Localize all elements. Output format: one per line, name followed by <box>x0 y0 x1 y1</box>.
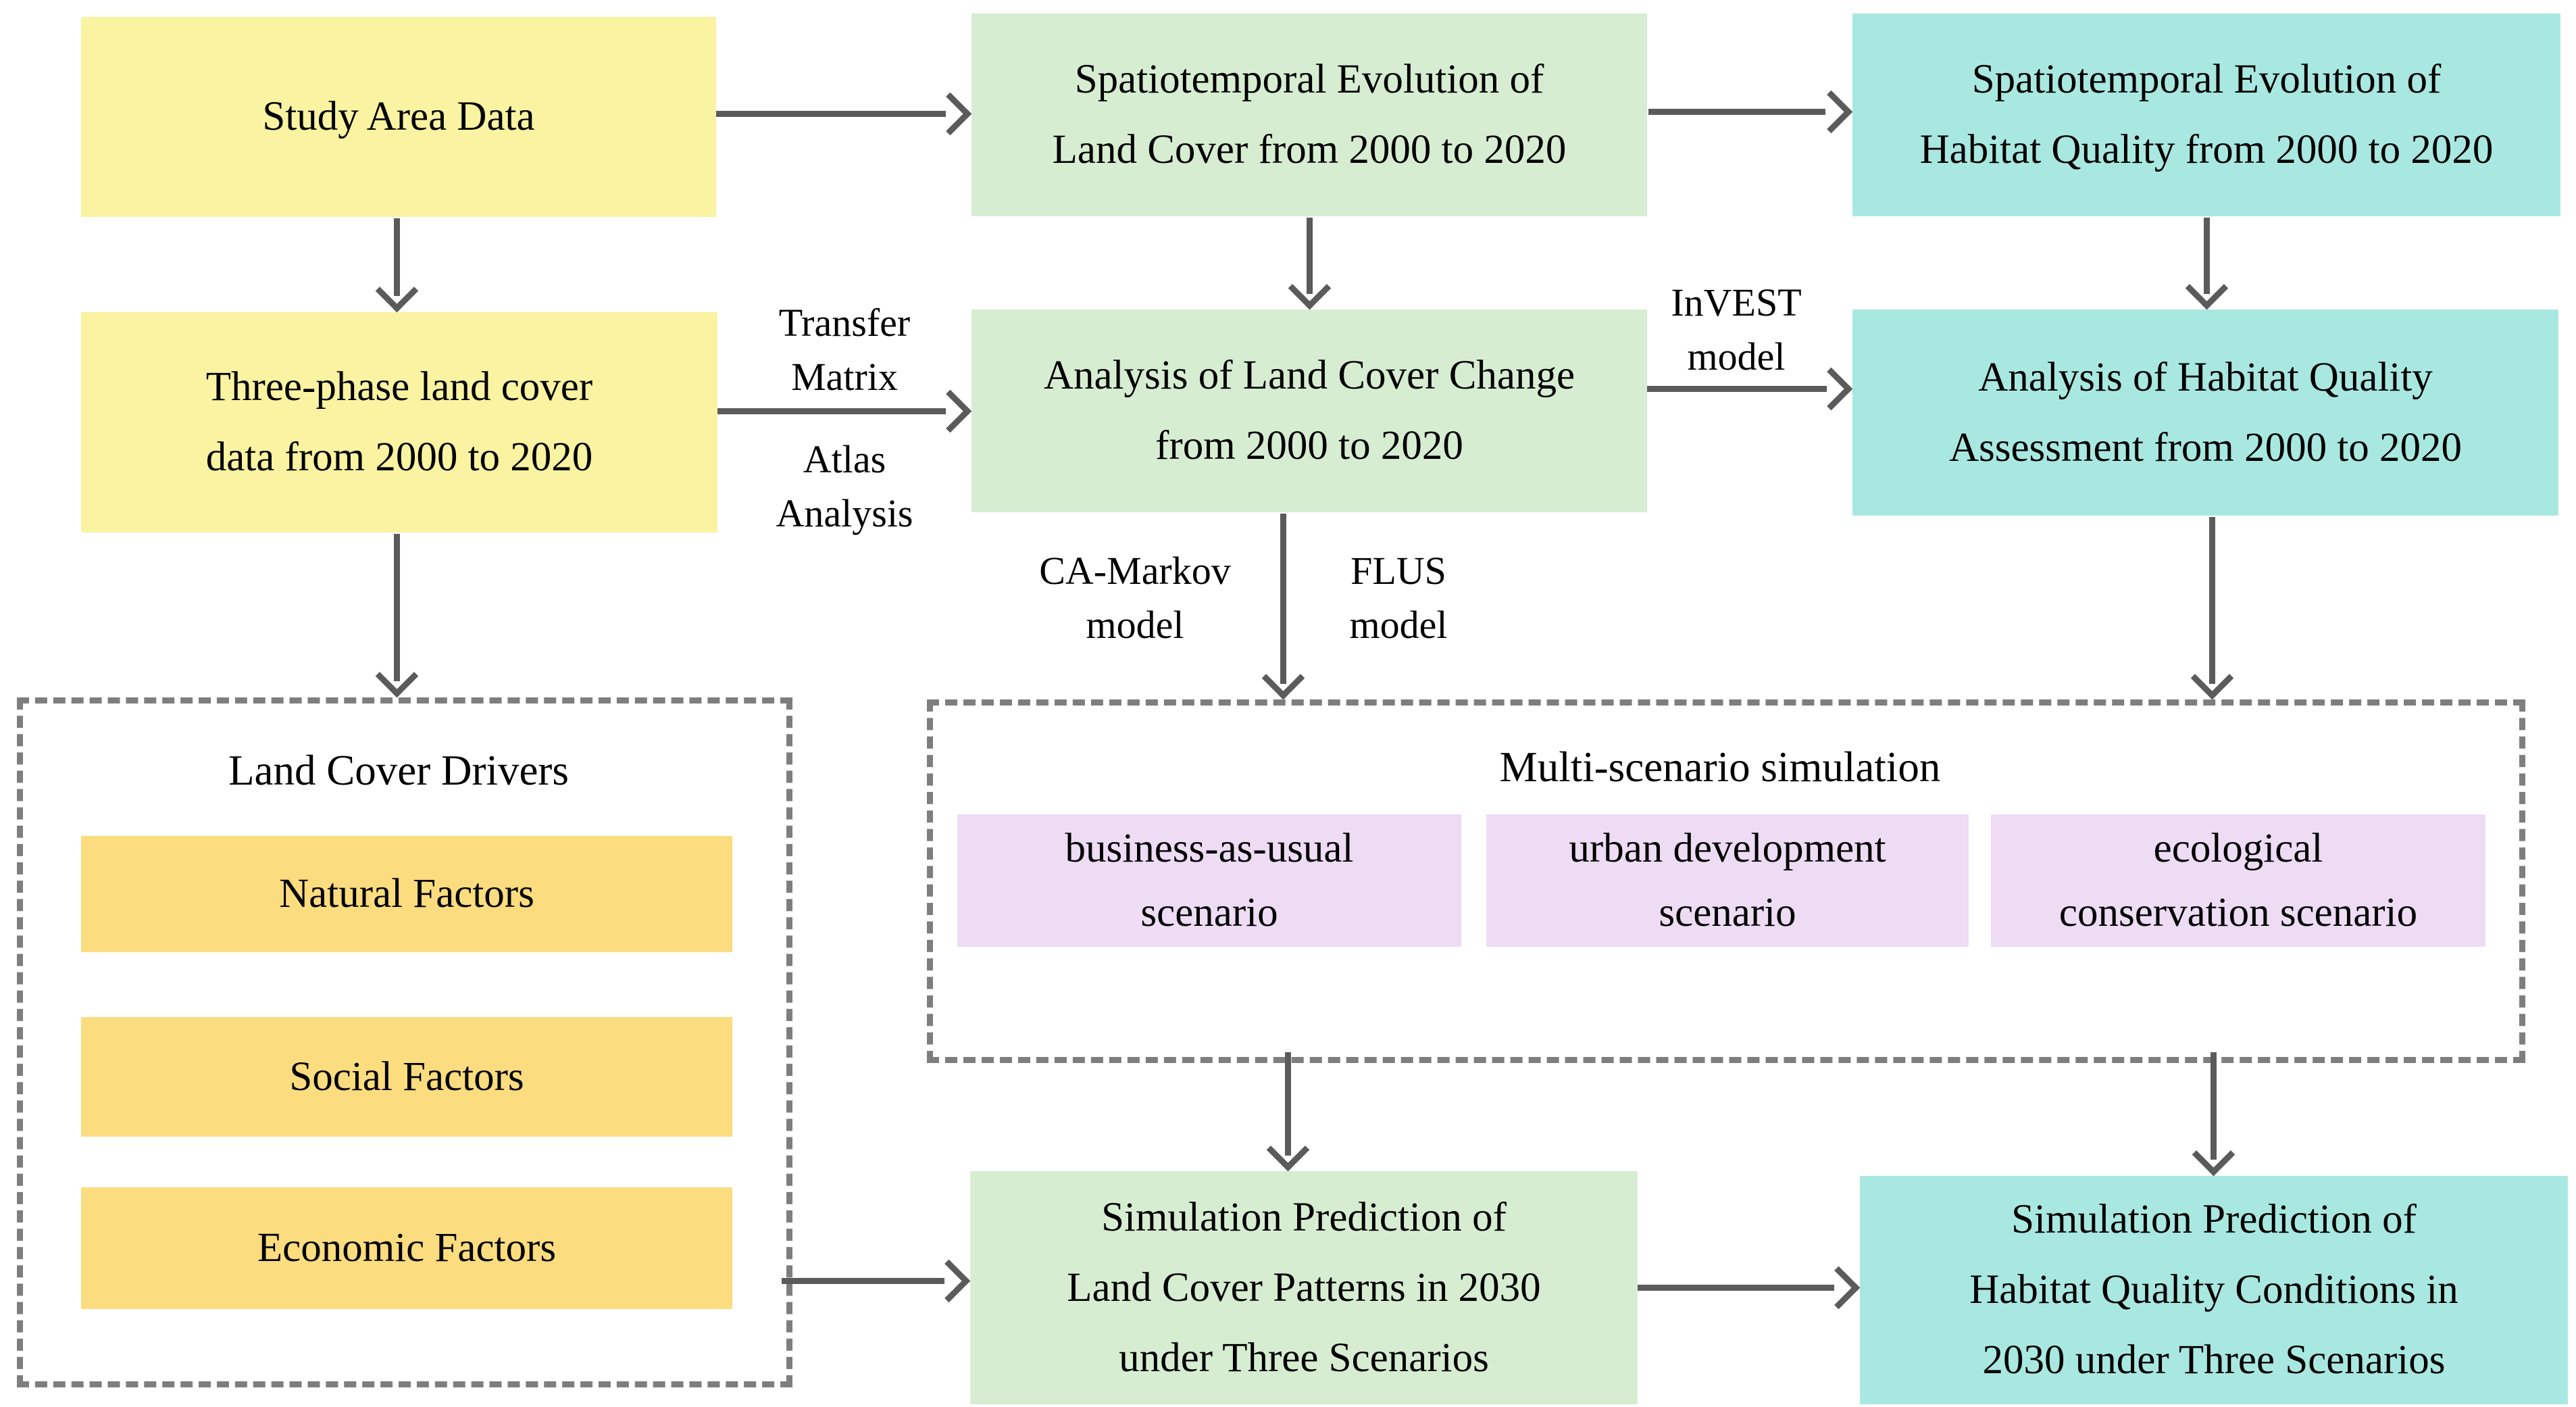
box-study-area-data: Study Area Data <box>81 17 716 217</box>
arrow-multiscenario-to-simland-line <box>1285 1052 1291 1156</box>
label-invest-model: InVEST model <box>1635 276 1838 384</box>
box-urban-development-scenario-line1: urban development <box>1569 826 1886 871</box>
box-spatiotemporal-evolution-land-cover: Spatiotemporal Evolution of Land Cover f… <box>971 14 1647 216</box>
arrow-threephase-to-drivers-line <box>394 534 400 681</box>
label-transfer-matrix-line2: Matrix <box>791 355 898 399</box>
arrow-multiscenario-to-simland-head <box>1266 1128 1310 1172</box>
arrow-analysisland-to-analysishabitat-line <box>1647 386 1827 392</box>
box-simulation-prediction-land-cover-line2: Land Cover Patterns in 2030 <box>1067 1264 1541 1310</box>
label-ca-markov-model-line1: CA-Markov <box>1039 549 1231 593</box>
arrow-evohabitat-to-analysishabitat-head <box>2185 266 2229 310</box>
box-analysis-land-cover-change: Analysis of Land Cover Change from 2000 … <box>971 310 1647 512</box>
box-analysis-habitat-quality-assessment-line1: Analysis of Habitat Quality <box>1978 354 2433 400</box>
box-simulation-prediction-habitat-quality-line3: 2030 under Three Scenarios <box>1982 1337 2446 1383</box>
box-simulation-prediction-land-cover: Simulation Prediction of Land Cover Patt… <box>970 1171 1638 1404</box>
group-land-cover-drivers-title: Land Cover Drivers <box>228 747 569 794</box>
box-spatiotemporal-evolution-habitat-quality-line2: Habitat Quality from 2000 to 2020 <box>1919 127 2494 172</box>
box-spatiotemporal-evolution-land-cover-line2: Land Cover from 2000 to 2020 <box>1052 127 1567 172</box>
label-invest-model-line1: InVEST <box>1671 280 1802 324</box>
arrow-study-to-threephase-line <box>394 218 400 296</box>
label-ca-markov-model-line2: model <box>1086 603 1184 647</box>
label-transfer-matrix: Transfer Matrix <box>717 296 971 404</box>
label-transfer-matrix-line1: Transfer <box>778 301 911 345</box>
arrow-study-to-evoland-line <box>716 111 946 117</box>
arrow-evoland-to-analysisland-head <box>1288 266 1332 310</box>
box-analysis-habitat-quality-assessment: Analysis of Habitat Quality Assessment f… <box>1852 310 2558 516</box>
box-simulation-prediction-land-cover-line3: under Three Scenarios <box>1119 1335 1489 1381</box>
box-analysis-land-cover-change-line1: Analysis of Land Cover Change <box>1043 353 1575 398</box>
arrow-analysishabitat-to-multiscenario-head <box>2190 656 2234 700</box>
label-flus-model-line2: model <box>1349 603 1448 647</box>
arrow-multiscenario-to-simhabitat-line <box>2211 1052 2217 1160</box>
box-simulation-prediction-habitat-quality-line1: Simulation Prediction of <box>2011 1197 2417 1242</box>
label-flus-model: FLUS model <box>1304 544 1493 652</box>
arrow-threephase-to-analysisland-line <box>717 408 946 414</box>
box-social-factors: Social Factors <box>81 1017 732 1137</box>
arrow-analysisland-to-multiscenario-head <box>1261 656 1305 700</box>
box-spatiotemporal-evolution-habitat-quality-line1: Spatiotemporal Evolution of <box>1971 57 2442 102</box>
arrow-multiscenario-to-simhabitat-head <box>2192 1133 2236 1177</box>
box-natural-factors: Natural Factors <box>81 836 732 952</box>
arrow-evoland-to-evohabitat-line <box>1648 109 1825 115</box>
box-economic-factors-text: Economic Factors <box>257 1225 557 1270</box>
box-natural-factors-text: Natural Factors <box>279 871 534 916</box>
arrow-drivers-to-simland-line <box>782 1278 944 1284</box>
box-ecological-conservation-scenario-line2: conservation scenario <box>2059 890 2418 935</box>
box-three-phase-land-cover-data-line1: Three-phase land cover <box>205 364 593 410</box>
arrow-evohabitat-to-analysishabitat-line <box>2204 218 2210 294</box>
box-social-factors-text: Social Factors <box>289 1054 524 1100</box>
label-invest-model-line2: model <box>1687 335 1786 378</box>
group-multi-scenario-simulation-title: Multi-scenario simulation <box>1499 743 1941 791</box>
box-spatiotemporal-evolution-land-cover-line1: Spatiotemporal Evolution of <box>1074 57 1544 102</box>
arrow-threephase-to-drivers-head <box>375 654 419 698</box>
box-spatiotemporal-evolution-habitat-quality: Spatiotemporal Evolution of Habitat Qual… <box>1852 14 2560 216</box>
box-simulation-prediction-habitat-quality-line2: Habitat Quality Conditions in <box>1969 1267 2458 1312</box>
box-ecological-conservation-scenario: ecological conservation scenario <box>1991 814 2485 947</box>
box-simulation-prediction-habitat-quality: Simulation Prediction of Habitat Quality… <box>1860 1176 2568 1404</box>
box-business-as-usual-scenario-line2: scenario <box>1140 890 1278 935</box>
arrow-evoland-to-analysisland-line <box>1307 218 1313 294</box>
label-atlas-analysis: Atlas Analysis <box>717 433 971 541</box>
box-urban-development-scenario-line2: scenario <box>1659 890 1796 935</box>
box-analysis-land-cover-change-line2: from 2000 to 2020 <box>1155 423 1463 468</box>
arrow-evoland-to-evohabitat-head <box>1809 90 1853 134</box>
box-simulation-prediction-land-cover-line1: Simulation Prediction of <box>1101 1194 1507 1240</box>
arrow-simland-to-simhabitat-head <box>1817 1266 1861 1310</box>
arrow-simland-to-simhabitat-line <box>1638 1285 1834 1291</box>
label-ca-markov-model: CA-Markov model <box>1000 544 1270 652</box>
box-urban-development-scenario: urban development scenario <box>1486 814 1969 947</box>
box-study-area-data-text: Study Area Data <box>262 94 535 139</box>
box-analysis-habitat-quality-assessment-line2: Assessment from 2000 to 2020 <box>1948 424 2463 470</box>
group-multi-scenario-simulation <box>927 699 2525 1063</box>
arrow-analysisland-to-multiscenario-line <box>1280 514 1286 684</box>
box-three-phase-land-cover-data-line2: data from 2000 to 2020 <box>205 435 593 480</box>
box-business-as-usual-scenario-line1: business-as-usual <box>1065 826 1354 871</box>
group-land-cover-drivers <box>17 697 792 1387</box>
label-atlas-analysis-line2: Analysis <box>776 491 913 535</box>
box-three-phase-land-cover-data: Three-phase land cover data from 2000 to… <box>81 312 717 533</box>
label-flus-model-line1: FLUS <box>1350 549 1446 593</box>
box-business-as-usual-scenario: business-as-usual scenario <box>957 814 1461 947</box>
box-ecological-conservation-scenario-line1: ecological <box>2153 826 2323 871</box>
arrow-study-to-threephase-head <box>375 269 419 313</box>
box-economic-factors: Economic Factors <box>81 1187 732 1309</box>
arrow-study-to-evoland-head <box>928 92 972 136</box>
label-atlas-analysis-line1: Atlas <box>803 437 886 481</box>
arrow-drivers-to-simland-head <box>927 1259 971 1303</box>
arrow-analysishabitat-to-multiscenario-line <box>2209 517 2215 684</box>
